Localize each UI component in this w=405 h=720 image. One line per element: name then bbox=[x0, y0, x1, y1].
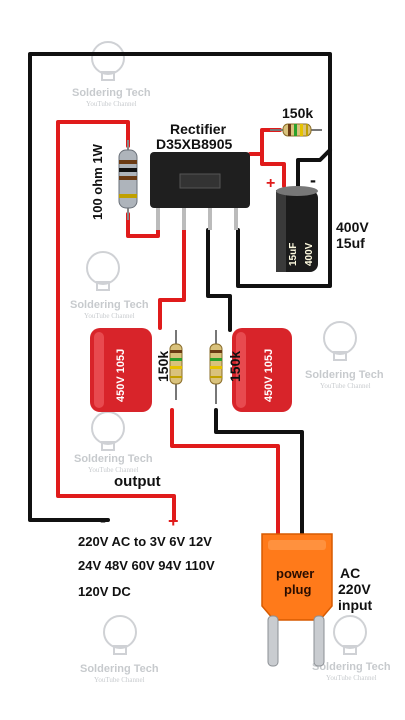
watermark-brand: Soldering Tech bbox=[80, 663, 159, 675]
wire-red-ac bbox=[158, 226, 186, 330]
watermark-mid-right: Soldering Tech YouTube Channel bbox=[305, 321, 384, 390]
film-capacitor-left: 450V 105J bbox=[90, 328, 152, 412]
watermark-bottom-right: Soldering Tech YouTube Channel bbox=[312, 615, 391, 682]
label-ac-line-3: input bbox=[338, 597, 373, 613]
wire-black-cap-minus bbox=[296, 148, 332, 188]
electrolytic-print-a: 15uF bbox=[288, 243, 299, 266]
spec-line-1: 220V AC to 3V 6V 12V bbox=[78, 534, 212, 549]
label-output-minus: - bbox=[100, 510, 106, 530]
label-resistor-top: 150k bbox=[282, 105, 313, 121]
power-plug: power plug bbox=[261, 533, 333, 667]
watermark-sub: YouTube Channel bbox=[326, 674, 377, 682]
label-rectifier-title: Rectifier bbox=[170, 121, 227, 137]
watermark-brand: Soldering Tech bbox=[70, 299, 149, 311]
wire-black-plug bbox=[214, 408, 304, 542]
label-cap-minus: - bbox=[310, 170, 316, 190]
label-ac-line-1: AC bbox=[340, 565, 360, 581]
film-cap-left-print: 450V 105J bbox=[115, 349, 127, 402]
wire-black-right bbox=[236, 126, 332, 288]
electrolytic-print-b: 400V bbox=[304, 242, 315, 266]
watermark-brand: Soldering Tech bbox=[312, 661, 391, 673]
label-output: output bbox=[114, 473, 161, 490]
watermark-sub: YouTube Channel bbox=[88, 466, 139, 474]
watermark-sub: YouTube Channel bbox=[86, 100, 137, 108]
plug-label-line-2: plug bbox=[284, 582, 311, 597]
label-electrolytic-voltage: 400V bbox=[336, 219, 369, 235]
resistor-100ohm bbox=[118, 140, 138, 220]
watermark-mid-left: Soldering Tech YouTube Channel bbox=[70, 251, 149, 320]
bridge-rectifier bbox=[150, 152, 250, 230]
wire-red-plug bbox=[170, 408, 280, 542]
watermark-sub: YouTube Channel bbox=[320, 382, 371, 390]
watermark-sub: YouTube Channel bbox=[94, 676, 145, 684]
watermark-brand: Soldering Tech bbox=[72, 87, 151, 99]
label-output-plus: + bbox=[168, 511, 179, 531]
watermark-bottom-left: Soldering Tech YouTube Channel bbox=[80, 615, 159, 684]
label-resistor-right: 150k bbox=[227, 351, 243, 382]
label-rectifier-part: D35XB8905 bbox=[156, 136, 232, 152]
wire-black-rect-minus bbox=[206, 228, 232, 332]
resistor-150k-right bbox=[209, 330, 223, 404]
watermark-brand: Soldering Tech bbox=[74, 453, 153, 465]
resistor-150k-left bbox=[169, 330, 183, 400]
spec-line-3: 120V DC bbox=[78, 584, 131, 599]
electrolytic-capacitor: 15uF 400V bbox=[276, 186, 318, 272]
plug-label-line-1: power bbox=[276, 566, 314, 581]
wire-black-outer bbox=[28, 52, 332, 522]
wire-red-output bbox=[56, 120, 176, 522]
watermark-brand: Soldering Tech bbox=[305, 369, 384, 381]
resistor-150k-top bbox=[270, 123, 322, 137]
label-cap-plus: + bbox=[266, 175, 275, 192]
wire-red-resistor bbox=[126, 212, 160, 238]
watermark-lower-left: Soldering Tech YouTube Channel bbox=[74, 411, 153, 474]
spec-line-2: 24V 48V 60V 94V 110V bbox=[78, 558, 215, 573]
watermark-sub: YouTube Channel bbox=[84, 312, 135, 320]
watermark-top: Soldering Tech YouTube Channel bbox=[72, 41, 151, 108]
label-resistor-left: 150k bbox=[155, 351, 171, 382]
label-ac-line-2: 220V bbox=[338, 581, 371, 597]
label-electrolytic-capacitance: 15uf bbox=[336, 235, 365, 251]
label-resistor-100ohm: 100 ohm 1W bbox=[90, 143, 105, 220]
film-capacitor-right: 450V 105J bbox=[232, 328, 292, 412]
film-cap-right-print: 450V 105J bbox=[263, 349, 275, 402]
